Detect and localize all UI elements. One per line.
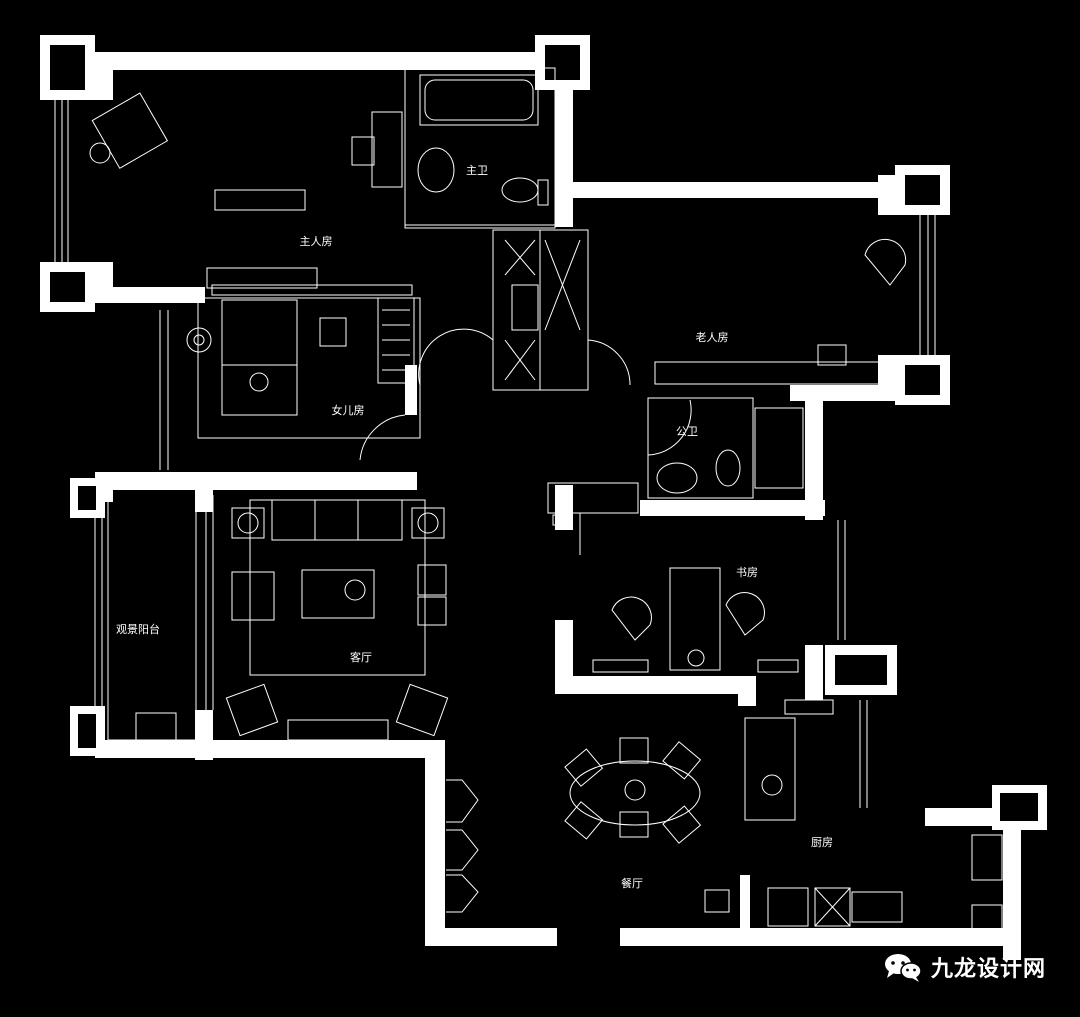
room-label-kitchen: 厨房 (811, 836, 833, 849)
room-label-balcony: 观景阳台 (116, 623, 160, 636)
room-label-daughter-room: 女儿房 (331, 404, 365, 417)
room-label-master-bath: 主卫 (466, 164, 488, 177)
linework (54, 67, 1003, 931)
room-label-study: 书房 (736, 566, 758, 579)
room-label-living-room: 客厅 (350, 651, 372, 664)
watermark-text: 九龙设计网 (930, 957, 1046, 982)
watermark: 九龙设计网 (883, 951, 1046, 983)
wechat-icon (884, 954, 922, 982)
room-label-dining-room: 餐厅 (621, 877, 643, 890)
walls (40, 35, 1047, 960)
room-label-elder-room: 老人房 (695, 331, 729, 344)
room-label-public-bath: 公卫 (676, 425, 698, 438)
room-label-master-bedroom: 主人房 (299, 235, 333, 248)
